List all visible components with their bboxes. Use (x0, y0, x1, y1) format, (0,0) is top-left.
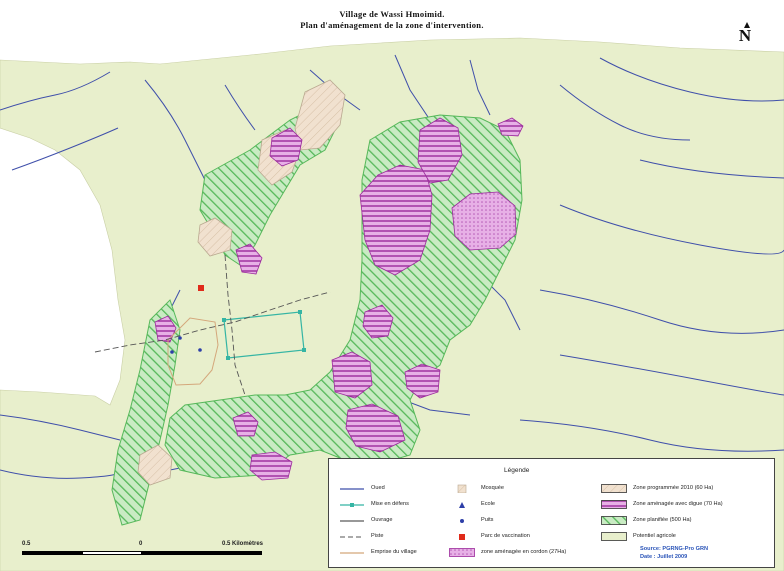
date-line: Date : Juillet 2009 (640, 554, 688, 560)
scale-segment-2 (82, 551, 142, 555)
scale-bar: 0.5 0 0.5 Kilomètres (22, 541, 277, 563)
north-label: N (738, 26, 752, 45)
land-swatch (601, 532, 627, 541)
programmed-zone-2010-south (137, 444, 173, 486)
green-swatch (601, 516, 627, 525)
scale-label-mid: 0 (139, 541, 143, 547)
village-outline-icon (340, 552, 364, 554)
well-icons (170, 336, 202, 354)
map-title: Village de Wassi Hmoimid. (339, 9, 445, 19)
legend-label: Potentiel agricole (633, 533, 676, 539)
north-arrow-icon (744, 22, 750, 28)
map-subtitle: Plan d'aménagement de la zone d'interven… (300, 20, 484, 30)
source-line: Source: PGRNG-Pro GRN (640, 546, 709, 552)
tan-swatch (601, 484, 627, 493)
legend-label: Parc de vaccination (481, 533, 530, 539)
vaccination-park-icon (198, 285, 204, 291)
planned-zone-central (164, 114, 523, 479)
dikes-line-icon (340, 503, 364, 507)
legend-label: Piste (371, 533, 384, 539)
river-line-icon (340, 488, 364, 490)
village-footprint (167, 317, 219, 386)
cordon-swatch (449, 548, 475, 557)
vaccination-park-icon (459, 534, 465, 540)
legend-label: Zone programmée 2010 (60 Ha) (633, 485, 714, 491)
legend-label: Puits (481, 517, 494, 523)
mosque-icon (457, 484, 467, 493)
legend-label: Mise en défens (371, 501, 409, 507)
legend-title: Légende (504, 467, 530, 474)
legend-label: Ouvrage (371, 517, 393, 523)
school-icon (459, 502, 465, 508)
scale-segment-1 (22, 551, 82, 555)
magenta-swatch (601, 500, 627, 509)
legend: Légende Oued Mise en défens Ouvrage Pist… (328, 458, 775, 568)
well-icon (460, 519, 464, 523)
scale-label-right: 0.5 Kilomètres (222, 541, 264, 547)
legend-label: Zone aménagée avec digue (70 Ha) (633, 501, 723, 507)
programmed-zone-2010-north (294, 79, 346, 151)
diked-zones (154, 117, 524, 481)
legend-label: Mosquée (481, 485, 505, 491)
programmed-zone-2010-west (197, 217, 233, 257)
scale-label-left: 0.5 (22, 541, 31, 547)
legend-label: Emprise du village (371, 549, 417, 555)
tracks (94, 254, 331, 396)
track-line-icon (340, 536, 364, 538)
scale-segment-3 (142, 551, 262, 555)
legend-label: Ecole (481, 501, 495, 507)
legend-label: Oued (371, 485, 385, 491)
legend-label: zone aménagée en cordon (27Ha) (481, 549, 567, 555)
source-note: Source: PGRNG-Pro GRN Date : Juillet 200… (640, 545, 708, 561)
fenced-area-markers (222, 310, 306, 360)
legend-label: Zone planifiée (500 Ha) (633, 517, 692, 523)
works-line-icon (340, 520, 364, 522)
